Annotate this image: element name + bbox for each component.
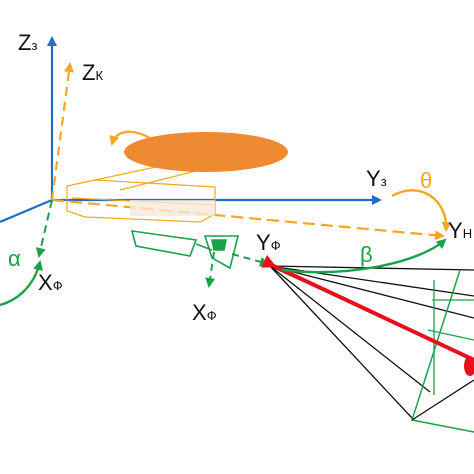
fuselage-shading	[130, 200, 215, 216]
gimbal-block	[211, 239, 227, 251]
beta-arc	[281, 238, 447, 274]
cone-base-mid	[427, 329, 474, 341]
x-phi-mid-label: XФ	[192, 300, 217, 325]
cone-edge-5	[269, 265, 474, 319]
red-mark	[464, 356, 474, 376]
z-earth-label: Zз	[18, 30, 37, 55]
cone-base-bottom	[411, 379, 474, 421]
z-k-axis	[50, 62, 74, 201]
gimbal-head	[203, 235, 240, 270]
y-n-label: YН	[448, 218, 472, 243]
theta-label: θ	[420, 168, 432, 193]
y-phi-axis	[231, 253, 270, 267]
cone-edge-3	[269, 265, 431, 393]
alpha-label: α	[8, 246, 21, 271]
beta-label: β	[360, 242, 373, 267]
tail-boom-lower	[119, 169, 201, 191]
x-phi-left-label: XФ	[38, 270, 63, 295]
rotation-arrow-icon	[109, 130, 151, 146]
beam-direction-arrow	[261, 254, 474, 362]
x-phi-mid-axis	[205, 251, 216, 288]
x-earth-axis	[0, 198, 53, 224]
body-axes	[50, 62, 445, 241]
gimbal-link	[195, 243, 213, 251]
earth-axes	[0, 36, 382, 224]
y-phi-label: YФ	[256, 230, 281, 255]
cone-edge-4	[269, 265, 413, 419]
rotor-disc	[124, 132, 288, 172]
beam-cone	[269, 265, 474, 433]
y-n-axis	[51, 198, 445, 241]
z-k-label: ZК	[82, 60, 103, 85]
fuselage	[66, 179, 216, 223]
alpha-arc	[0, 260, 43, 307]
theta-arc	[391, 189, 452, 232]
x-phi-left-axis	[35, 199, 53, 258]
gimbal-plate	[130, 230, 198, 257]
sensor-gimbal	[130, 230, 240, 270]
y-earth-label: Yз	[366, 166, 387, 191]
